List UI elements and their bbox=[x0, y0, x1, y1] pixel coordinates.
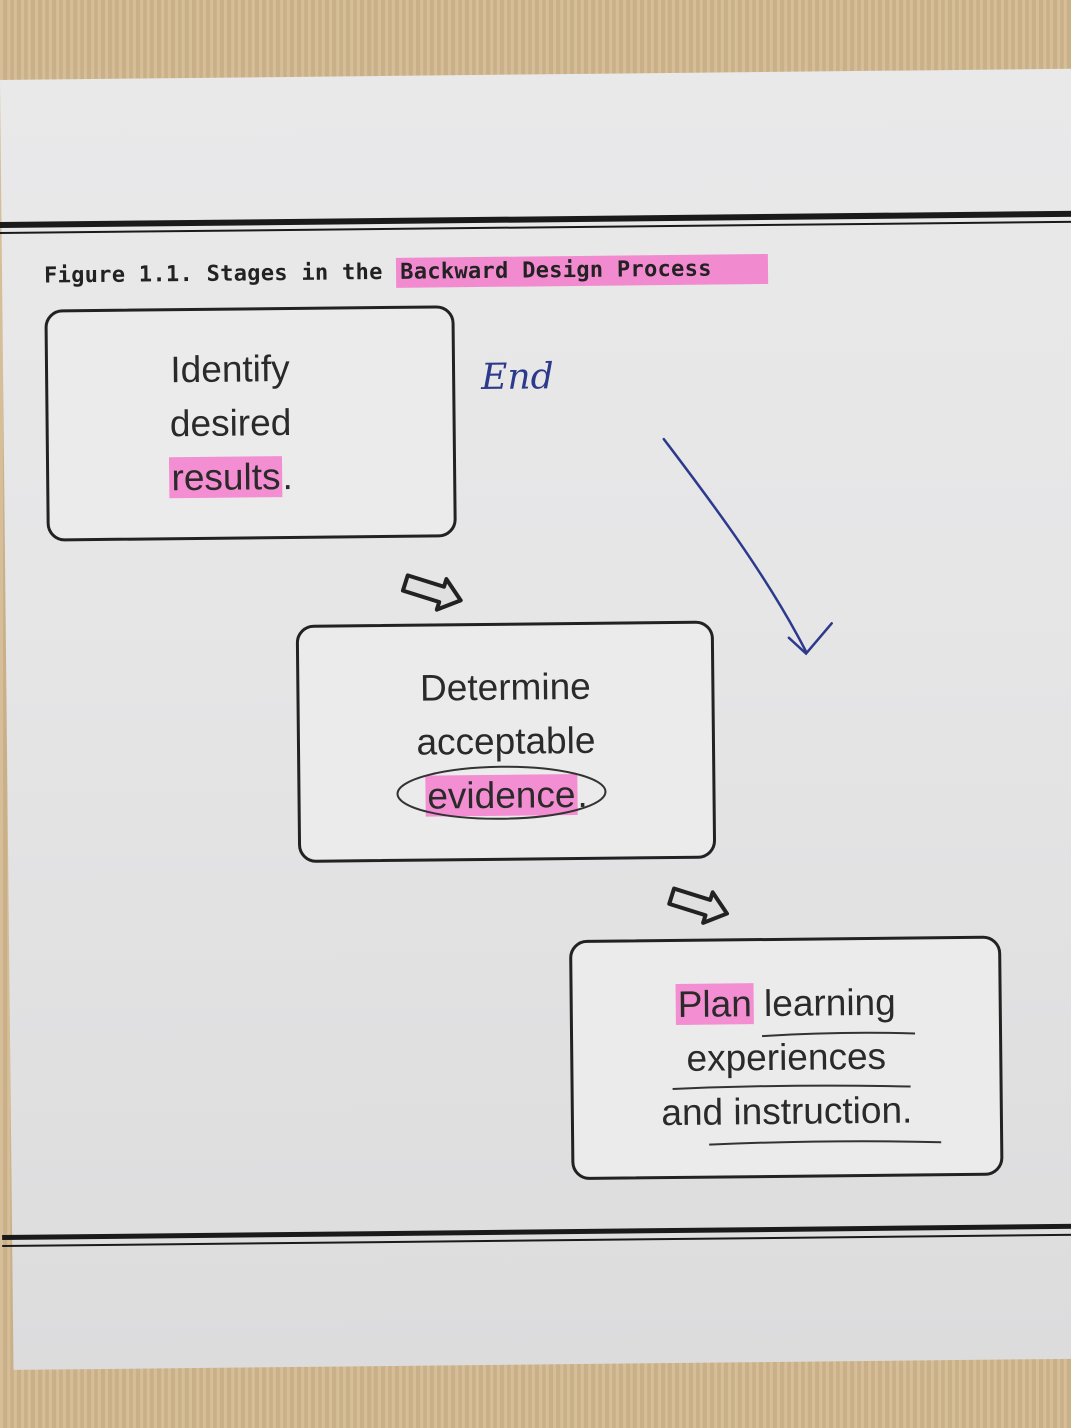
arrow-right-icon bbox=[400, 573, 463, 612]
hand-drawn-arrow-icon bbox=[662, 437, 833, 656]
annotations-layer bbox=[396, 437, 942, 1146]
arrow-right-icon bbox=[667, 886, 729, 925]
document-page: Figure 1.1. Stages in the Backward Desig… bbox=[0, 68, 1071, 1370]
hand-drawn-underlines bbox=[672, 1031, 942, 1146]
hand-drawn-circle bbox=[396, 765, 607, 820]
